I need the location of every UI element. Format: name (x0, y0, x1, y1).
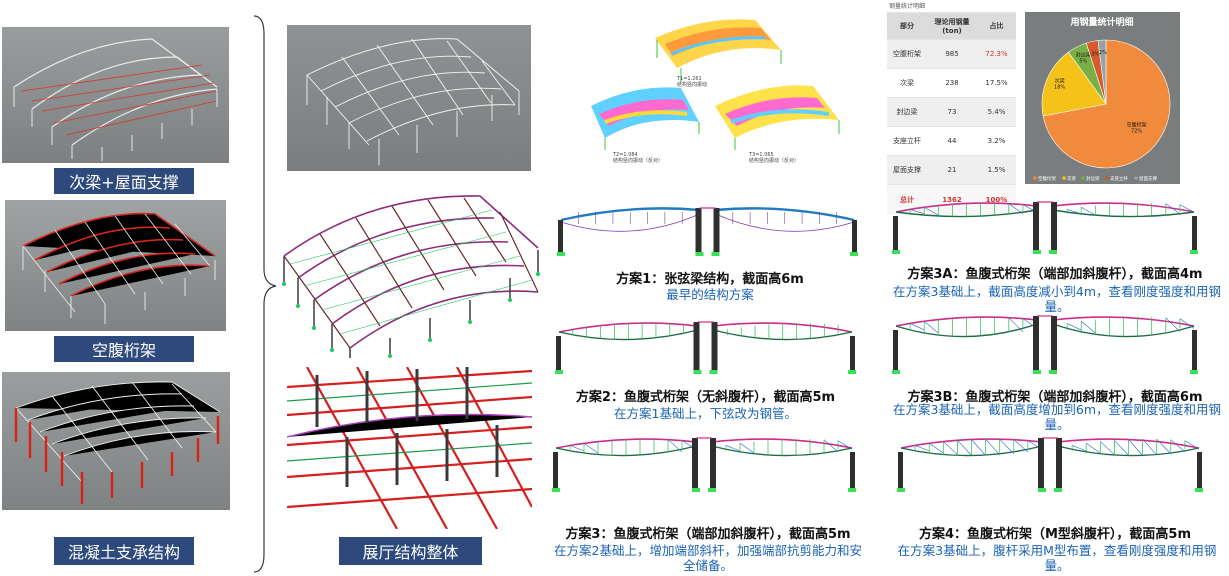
modal-analysis-image: T1=1.261 结构竖向振动 T2=1.084 结构竖向振动（反对） T3=1… (585, 10, 850, 170)
total-pct: 100% (977, 184, 1016, 215)
plan3-elevation (552, 437, 856, 492)
table-header-ton: 理论用钢量(ton) (927, 12, 977, 40)
row-pct: 17.5% (977, 68, 1016, 98)
row-ton: 21 (927, 155, 977, 185)
row-name: 次梁 (887, 68, 927, 98)
plan1-title: 方案1：张弦梁结构，截面高6m (616, 272, 804, 287)
legend-entry: 屋面支撑 (1139, 175, 1157, 182)
table-header-pct: 占比 (977, 12, 1016, 40)
plan2-title: 方案2：鱼腹式桁架（无斜腹杆），截面高5m (575, 390, 836, 405)
pie-data-label: 3% (1091, 51, 1099, 57)
row-ton: 73 (927, 97, 977, 127)
plan1-elevation (557, 207, 858, 256)
legend-entry: 空腹桁架 (1038, 175, 1056, 182)
plan4-elevation (897, 437, 1203, 492)
plan3b-title: 方案3B：鱼腹式桁架（端部加斜腹杆），截面高6m (907, 390, 1203, 405)
table-row: 空腹桁架 985 72.3% (887, 39, 1016, 69)
table-total-row: 总计 1362 100% (887, 184, 1016, 215)
caption-concrete: 混凝土支承结构 (54, 537, 194, 565)
caption-secondary-beams: 次梁+屋面支撑 (54, 168, 194, 194)
plan3-desc: 在方案2基础上，增加端部斜杆，加强端部抗剪能力和安全储备。 (554, 543, 862, 573)
row-name: 支座立杆 (887, 126, 927, 156)
render-secondary-beams (2, 27, 229, 163)
steel-table: 部分 理论用钢量(ton) 占比 空腹桁架 985 72.3% 次梁 238 1… (887, 12, 1016, 215)
row-name: 封边梁 (887, 97, 927, 127)
plan3b-elevation (892, 315, 1198, 374)
steel-table-heading: 钢量统计明细 (889, 3, 926, 10)
table-row: 屋面支撑 21 1.5% (887, 155, 1016, 185)
table-header-part: 部分 (887, 12, 927, 40)
legend-entry: 支座立杆 (1110, 175, 1128, 182)
row-name: 屋面支撑 (887, 155, 927, 185)
t1-label: T1=1.261 (676, 76, 702, 82)
pie-slice (1042, 39, 1171, 169)
plan3b-desc: 在方案3基础上，截面高度增加到6m，查看刚度强度和用钢量。 (892, 402, 1222, 432)
plan3a-desc: 在方案3基础上，截面高度减小到4m，查看刚度强度和用钢量。 (892, 284, 1222, 314)
plan4-title: 方案4：鱼腹式桁架（M型斜腹杆），截面高5m (918, 527, 1192, 542)
table-row: 次梁 238 17.5% (887, 68, 1016, 98)
plan2-elevation (555, 321, 856, 374)
table-row: 支座立杆 44 3.2% (887, 126, 1016, 156)
row-ton: 985 (927, 39, 977, 69)
caption-vierendeel: 空腹桁架 (54, 336, 194, 362)
legend-swatch (1134, 176, 1138, 180)
legend-swatch (1081, 176, 1085, 180)
t3-desc: 结构竖向振动（反对） (749, 157, 799, 164)
legend-entry: 次梁 (1067, 175, 1076, 182)
render-roof-overview (287, 25, 531, 171)
render-full-structure (280, 188, 542, 360)
plan3-title: 方案3：鱼腹式桁架（端部加斜腹杆），截面高5m (565, 527, 851, 542)
render-structure-detail (287, 367, 532, 529)
row-pct: 3.2% (977, 126, 1016, 156)
table-row: 封边梁 73 5.4% (887, 97, 1016, 127)
plan2-desc: 在方案1基础上，下弦改为钢管。 (614, 406, 797, 421)
t2-label: T2=1.084 (612, 152, 638, 158)
render-concrete (2, 372, 230, 510)
plan3a-elevation (892, 201, 1198, 254)
pie-slice (1097, 39, 1107, 105)
legend-swatch (1033, 176, 1037, 180)
pie-title: 用钢量统计明细 (1069, 16, 1133, 28)
pie-data-label: 2% (1099, 50, 1107, 56)
grouping-brace (253, 15, 277, 573)
pie-slice (1041, 51, 1107, 117)
row-pct: 5.4% (977, 97, 1016, 127)
legend-swatch (1062, 176, 1066, 180)
render-vierendeel (5, 200, 226, 331)
caption-overall-structure: 展厅结构整体 (339, 537, 482, 565)
row-pct: 72.3% (977, 39, 1016, 69)
legend-entry: 封边梁 (1086, 175, 1100, 182)
total-ton: 1362 (927, 184, 977, 215)
legend-swatch (1105, 176, 1109, 180)
t1-desc: 结构竖向振动 (677, 81, 707, 88)
total-name: 总计 (887, 184, 927, 215)
row-ton: 44 (927, 126, 977, 156)
plan1-desc: 最早的结构方案 (666, 287, 754, 302)
plan3a-title: 方案3A：鱼腹式桁架（端部加斜腹杆），截面高4m (907, 267, 1203, 282)
plan4-desc: 在方案3基础上，腹杆采用M型布置，查看刚度强度和用钢量。 (897, 543, 1217, 573)
t2-desc: 结构竖向振动（反对） (613, 157, 663, 164)
row-ton: 238 (927, 68, 977, 98)
row-name: 空腹桁架 (887, 39, 927, 69)
t3-label: T3=1.065 (748, 152, 774, 158)
row-pct: 1.5% (977, 155, 1016, 185)
